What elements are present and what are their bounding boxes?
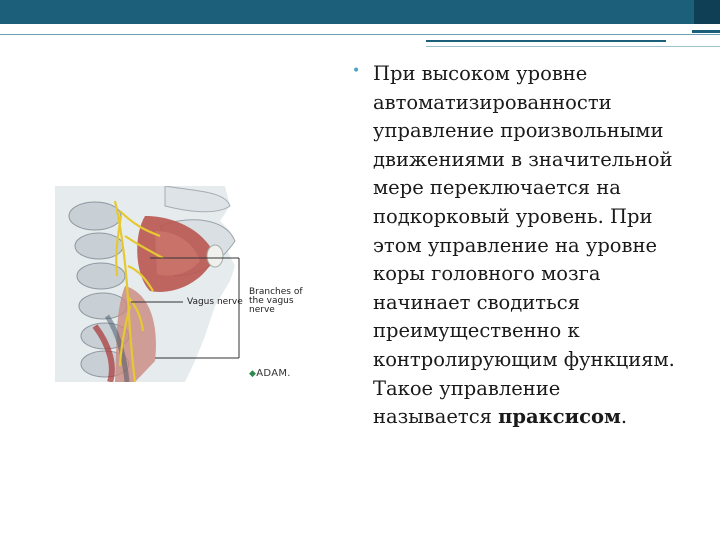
body-text: При высоком уровне автоматизированности …	[373, 62, 675, 429]
header-rule-4	[692, 30, 720, 33]
branches-label: Branches of the vagus nerve	[249, 287, 303, 315]
header-rule-3	[426, 46, 720, 47]
adam-logo-mark: ◆	[249, 369, 257, 379]
bullet-icon: •	[352, 63, 361, 79]
header-bar	[0, 0, 720, 24]
emphasis-word: праксисом	[498, 405, 621, 429]
anatomy-figure: Vagus nerve Branches of the vagus nerve …	[55, 186, 305, 382]
neck-anatomy-illustration	[55, 186, 240, 382]
adam-logo: ◆ADAM.	[249, 368, 291, 379]
adam-logo-text: ADAM.	[256, 368, 291, 379]
vagus-nerve-label: Vagus nerve	[187, 297, 243, 307]
header-bar-accent	[694, 0, 720, 24]
header-rule-1	[0, 34, 720, 35]
bullet-text: При высоком уровне автоматизированности …	[373, 60, 683, 432]
end-punctuation: .	[620, 405, 628, 429]
header-rule-2	[426, 40, 666, 42]
